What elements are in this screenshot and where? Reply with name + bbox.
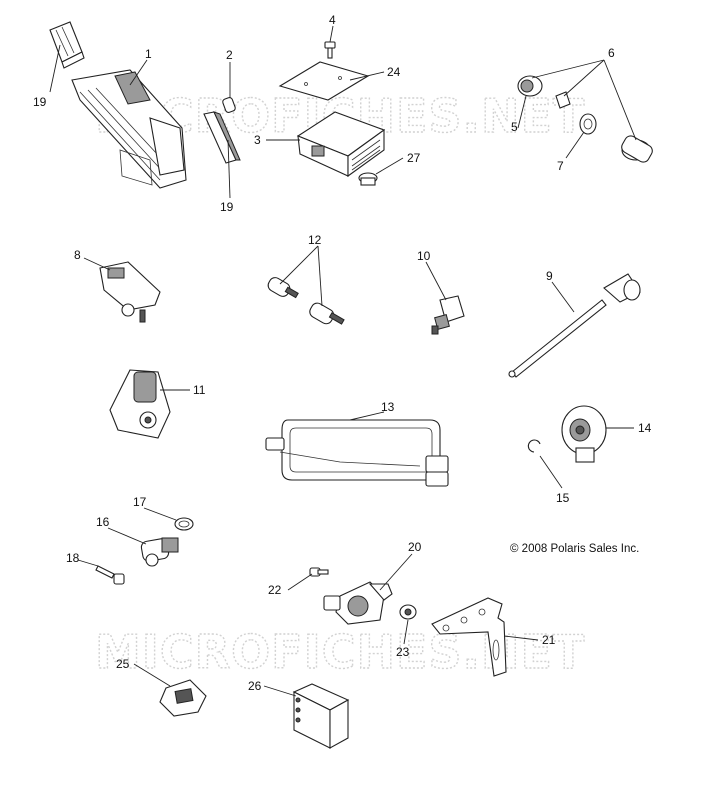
callout-24: 24 bbox=[387, 65, 401, 79]
callout-27: 27 bbox=[407, 151, 421, 165]
part-3-regulator bbox=[296, 111, 386, 178]
part-27-grommet bbox=[358, 172, 378, 186]
part-1-ecu bbox=[71, 69, 187, 189]
callout-22: 22 bbox=[268, 583, 282, 597]
part-21-bracket bbox=[431, 597, 507, 677]
copyright-notice: © 2008 Polaris Sales Inc. bbox=[510, 543, 639, 555]
callout-9: 9 bbox=[546, 269, 553, 283]
callout-5: 5 bbox=[511, 120, 518, 134]
callout-labels: 19 1 2 19 4 24 3 27 6 5 7 8 12 10 9 11 1… bbox=[33, 13, 652, 693]
part-9-sensor-wire bbox=[508, 273, 641, 378]
callout-11: 11 bbox=[193, 383, 206, 397]
callout-18: 18 bbox=[66, 551, 80, 565]
callout-25: 25 bbox=[116, 657, 130, 671]
callout-17: 17 bbox=[133, 495, 147, 509]
part-23-nut bbox=[399, 604, 417, 620]
part-2-pin bbox=[222, 97, 236, 113]
callout-8: 8 bbox=[74, 248, 81, 262]
part-14-knock-sensor bbox=[561, 405, 607, 463]
callout-16: 16 bbox=[96, 515, 110, 529]
part-12-cylinder-b bbox=[309, 302, 345, 325]
callout-23: 23 bbox=[396, 645, 410, 659]
part-7-washer bbox=[579, 113, 597, 135]
part-16-speed-sensor bbox=[140, 537, 179, 567]
part-19-bracket-clip bbox=[49, 21, 85, 69]
part-22-bolt bbox=[309, 567, 329, 577]
callout-4: 4 bbox=[329, 13, 336, 27]
watermark-bottom: MICROFICHES.NET bbox=[95, 625, 585, 679]
part-8-map-sensor bbox=[99, 261, 161, 323]
callout-26: 26 bbox=[248, 679, 262, 693]
part-18-bolt bbox=[95, 565, 125, 585]
leader-lines bbox=[49, 25, 637, 697]
callout-14: 14 bbox=[638, 421, 652, 435]
part-12-cylinder-a bbox=[267, 277, 299, 299]
callout-19-top: 19 bbox=[33, 95, 47, 109]
callout-6: 6 bbox=[608, 46, 615, 60]
callout-21: 21 bbox=[542, 633, 556, 647]
callout-10: 10 bbox=[417, 249, 431, 263]
callout-20: 20 bbox=[408, 540, 422, 554]
callout-2: 2 bbox=[226, 48, 233, 62]
callout-19-bottom: 19 bbox=[220, 200, 234, 214]
part-11-tps bbox=[109, 369, 171, 439]
callout-12: 12 bbox=[308, 233, 322, 247]
callout-1: 1 bbox=[145, 47, 152, 61]
callout-7: 7 bbox=[557, 159, 564, 173]
part-6-sensor bbox=[621, 135, 653, 163]
callout-3: 3 bbox=[254, 133, 261, 147]
callout-15: 15 bbox=[556, 491, 570, 505]
part-10-temp-sensor bbox=[431, 295, 465, 335]
part-6-tab bbox=[555, 91, 571, 109]
callout-13: 13 bbox=[381, 400, 395, 414]
part-4-screw bbox=[324, 41, 336, 59]
part-20-valve bbox=[323, 581, 393, 625]
part-25-switch bbox=[159, 679, 207, 717]
part-5-cap bbox=[517, 75, 543, 97]
part-17-oring bbox=[174, 517, 194, 531]
part-15-circlip bbox=[527, 439, 541, 453]
part-26-relay bbox=[292, 683, 350, 749]
part-13-wire-harness bbox=[265, 419, 449, 487]
